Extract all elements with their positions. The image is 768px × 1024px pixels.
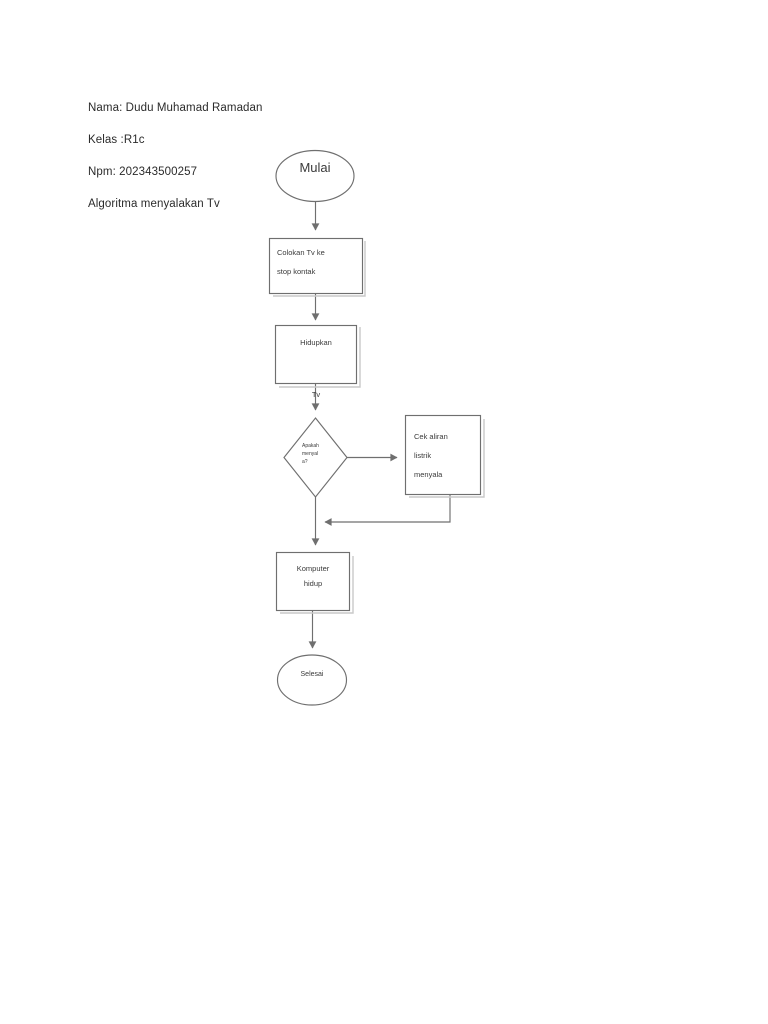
shadow-cek: [409, 419, 485, 498]
node-komputer-box[interactable]: [275, 551, 351, 612]
header-line-kelas: Kelas :R1c: [88, 134, 145, 146]
node-colokan-label: Colokan Tv ke stop kontak: [277, 248, 325, 276]
node-apakah-label: Apakah menyal a?: [302, 443, 319, 465]
header-line-algoritma: Algoritma menyalakan Tv: [88, 198, 220, 210]
node-end-label: Selesai: [300, 671, 324, 678]
node-komputer-label: Komputer hidup: [296, 564, 330, 588]
edge-cek-to-trunk-feedback: [324, 494, 451, 526]
shadow-komputer: [280, 556, 354, 614]
header-line-npm: Npm: 202343500257: [88, 166, 198, 178]
node-cek-label: Cek aliran listrik menyala: [414, 432, 448, 479]
node-hidupkan-box[interactable]: [274, 324, 358, 385]
node-hidupkan-label: Hidupkan Tv: [300, 338, 332, 399]
shadow-colokan: [273, 241, 366, 297]
shadow-hidupkan: [279, 327, 361, 388]
node-end-ellipse[interactable]: [276, 654, 348, 706]
node-colokan-box[interactable]: [268, 237, 364, 295]
node-start-ellipse[interactable]: [275, 149, 355, 203]
node-cek-box[interactable]: [404, 414, 482, 496]
node-apakah-diamond[interactable]: [283, 417, 348, 498]
header-text-block: Nama: Dudu Muhamad Ramadan Kelas :R1c Np…: [88, 92, 388, 220]
node-start-label: Mulai: [299, 160, 331, 175]
header-line-nama: Nama: Dudu Muhamad Ramadan: [88, 102, 263, 114]
